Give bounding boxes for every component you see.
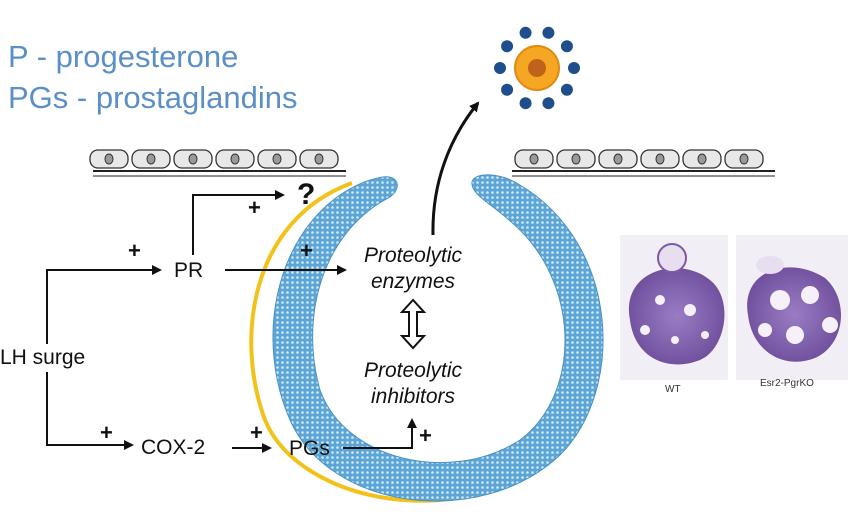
pgs-label: PGs: [289, 437, 330, 460]
cell-nucleus: [697, 153, 707, 165]
epithelial-cells-left: [89, 149, 339, 169]
epithelium-left: [93, 170, 346, 177]
cell-nucleus: [104, 153, 114, 165]
cell-nucleus: [230, 153, 240, 165]
plus-lh-cox2: +: [100, 420, 113, 445]
cell-nucleus: [571, 153, 581, 165]
proteolytic-inhibitors-label: Proteolytic inhibitors: [363, 359, 463, 408]
histology-ko-panel: [736, 235, 848, 380]
cell-nucleus: [146, 153, 156, 165]
legend-prostaglandins: PGs - prostaglandins: [8, 80, 298, 115]
cumulus-dot: [519, 26, 532, 39]
proteolytic-enzymes-label: Proteolytic enzymes: [363, 244, 463, 293]
cumulus-dot: [542, 26, 555, 39]
cumulus-dot: [568, 62, 580, 74]
plus-cox2-pgs: +: [250, 420, 263, 445]
legend-progesterone: P - progesterone: [8, 39, 239, 74]
cox2-label: COX-2: [141, 436, 206, 459]
cell-nucleus: [314, 153, 324, 165]
epithelial-cells-right: [514, 149, 764, 169]
pathway-arrows: [46, 190, 417, 453]
cumulus-cells: [494, 26, 580, 110]
plus-pr-unknown: +: [248, 195, 261, 220]
histology-wt-label: WT: [665, 384, 681, 395]
cell-nucleus: [613, 153, 623, 165]
pr-label: PR: [174, 259, 204, 282]
lh-surge-label: LH surge: [0, 346, 86, 369]
plus-lh-pr: +: [128, 238, 141, 263]
cumulus-dot: [560, 40, 573, 53]
cell-nucleus: [272, 153, 282, 165]
plus-pr-enzymes: +: [300, 238, 313, 263]
cumulus-dot: [560, 83, 573, 96]
histology-ko-label: Esr2-PgrKO: [760, 378, 814, 389]
cell-nucleus: [188, 153, 198, 165]
cumulus-dot: [519, 97, 532, 110]
cumulus-dot: [542, 97, 555, 110]
unknown-target-mark: ?: [297, 178, 316, 211]
cumulus-dot: [494, 62, 506, 74]
cell-nucleus: [655, 153, 665, 165]
balance-double-arrow: [399, 298, 427, 350]
cumulus-dot: [501, 83, 514, 96]
ovulation-arrow: [431, 101, 480, 236]
cell-nucleus: [739, 153, 749, 165]
cell-nucleus: [529, 153, 539, 165]
follicle-granulosa-ring: [272, 174, 604, 502]
cumulus-dot: [501, 40, 514, 53]
oocyte: [514, 45, 560, 91]
epithelium-right: [512, 170, 775, 177]
histology-wt-panel: [620, 235, 728, 380]
plus-pgs-inhibitors: +: [419, 423, 432, 448]
